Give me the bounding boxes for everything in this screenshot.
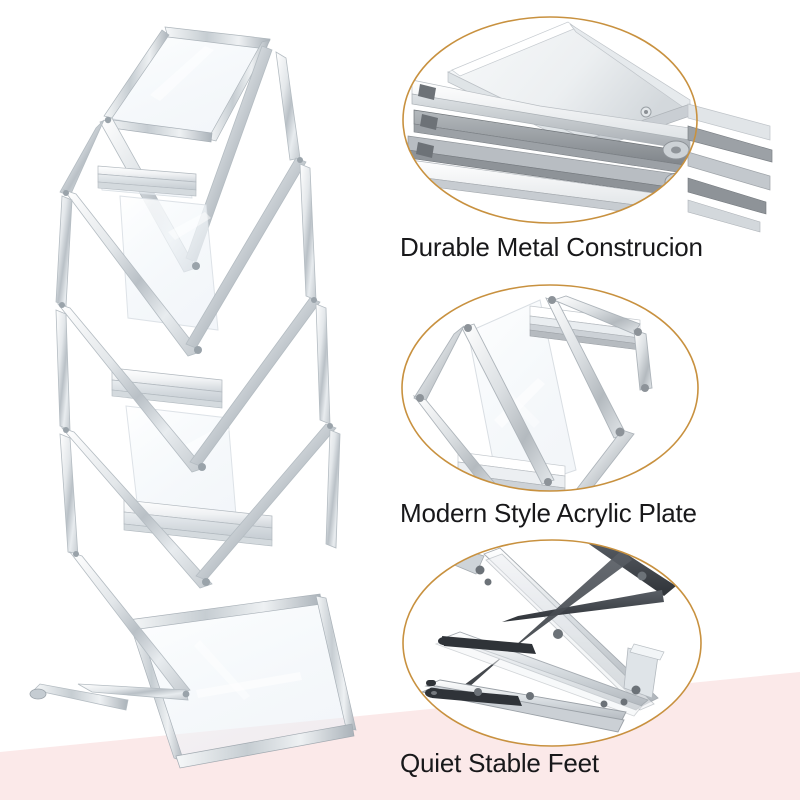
feature-1-oval-outline bbox=[402, 16, 698, 224]
feature-3-caption: Quiet Stable Feet bbox=[400, 748, 599, 778]
feature-3-illustration bbox=[402, 539, 702, 747]
feature-2-oval-outline bbox=[401, 284, 699, 492]
feature-2-illustration bbox=[401, 284, 699, 492]
hero-scissor-lower bbox=[55, 297, 331, 473]
feature-quiet-stable-feet: Quiet Stable Feet bbox=[390, 530, 800, 800]
feature-2-caption: Modern Style Acrylic Plate bbox=[400, 498, 697, 528]
feature-1-oval-frame bbox=[390, 0, 800, 233]
hero-scissor-mid bbox=[55, 157, 317, 357]
feature-durable-metal-construction: Durable Metal Construcion bbox=[390, 0, 800, 275]
feature-column: Durable Metal Construcion bbox=[390, 0, 800, 800]
hero-product-illustration bbox=[29, 26, 357, 769]
hero-shelf-panel-2 bbox=[119, 195, 219, 331]
feature-2-oval-frame bbox=[390, 270, 800, 500]
hero-base-panel bbox=[127, 593, 357, 769]
hero-scissor-bottom bbox=[59, 423, 341, 589]
feature-3-oval-frame bbox=[390, 530, 800, 760]
feature-1-caption: Durable Metal Construcion bbox=[400, 232, 703, 262]
feature-1-illustration bbox=[402, 16, 773, 233]
hero-hinge-points bbox=[59, 116, 333, 698]
hero-product-image bbox=[0, 0, 390, 800]
hero-shelf-2 bbox=[97, 165, 197, 199]
feature-modern-style-acrylic-plate: Modern Style Acrylic Plate bbox=[390, 270, 800, 540]
